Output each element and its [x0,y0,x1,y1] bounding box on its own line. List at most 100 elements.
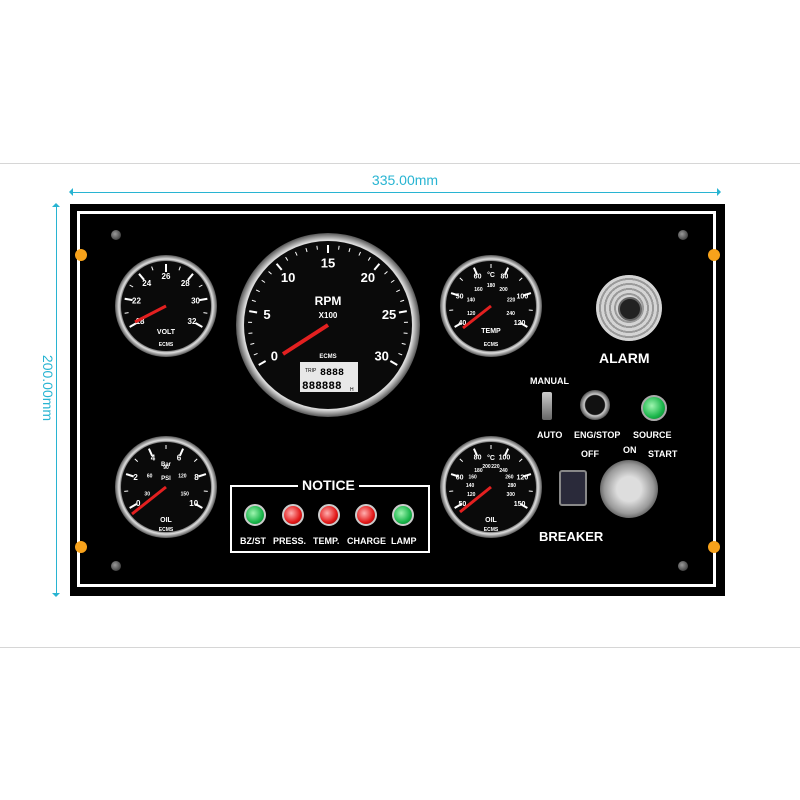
gauge-tick-label: 150 [514,501,526,508]
gauge-tick-label: 28 [181,279,190,288]
gauge-tick [398,310,407,314]
start-label: START [648,449,678,459]
lamp-label-charge: CHARGE [347,536,387,546]
gauge-tick-label: 0 [136,499,141,508]
volt-needle [134,304,167,324]
gauge-tick [129,322,138,328]
gauge-tick [400,299,405,302]
gauge-inner-tick-label: 180 [474,468,483,474]
temp-title: TEMP [481,328,501,335]
gauge-tick [523,292,532,297]
gauge-tick [384,271,388,275]
gauge-tick [129,284,134,288]
gauge-inner-tick-label: 200 [482,464,491,470]
eng-stop-button[interactable] [580,390,610,420]
gauge-tick [253,353,258,356]
gauge-tick [251,299,256,302]
gauge-tick-label: 5 [263,307,270,322]
gauge-tick [178,448,184,457]
source-label: SOURCE [633,430,672,440]
screw-icon [111,561,121,571]
rpm-subtitle: X100 [319,311,338,320]
gauge-tick [450,292,459,297]
gauge-tick-label: 80 [501,273,509,280]
gauge-tick [367,256,371,261]
gauge-inner-tick-label: 90 [163,465,169,471]
gauge-inner-tick-label: 120 [467,311,476,317]
gauge-inner-tick-label: 30 [144,492,150,498]
gauge-tick [523,473,532,478]
gauge-tick-label: 100 [517,293,529,300]
gauge-tick-label: 60 [474,273,482,280]
gauge-inner-tick-label: 180 [487,283,496,289]
ignition-key-switch[interactable] [600,460,658,518]
gauge-tick [454,503,463,509]
gauge-tick [398,353,403,356]
gauge-tick [295,251,298,256]
lamp-label-bz-st: BZ/ST [240,536,266,546]
gauge-inner-tick-label: 200 [499,287,508,293]
rpm-hour-value: 888888 [302,381,342,393]
gauge-inner-tick-label: 220 [491,464,500,470]
gauge-tick [199,297,208,302]
gauge-tick-label: 6 [177,454,182,463]
breaker-label: BREAKER [539,529,604,544]
gauge-tick [194,322,203,328]
gauge-tick [178,266,181,271]
lamp-label-temp: TEMP. [313,536,340,546]
oil-pressure-brand: ECMS [159,527,174,533]
lamp-bz-st [244,504,266,526]
manual-auto-toggle[interactable] [542,392,552,420]
screw-icon [111,230,121,240]
gauge-tick-label: 120 [517,474,529,481]
lamp-temp [318,504,340,526]
gauge-inner-tick-label: 300 [507,492,516,498]
lamp-label-lamp: LAMP [391,536,417,546]
oil-temp-unit: °C [487,454,495,462]
temp-needle [462,304,492,330]
gauge-tick [503,267,509,276]
gauge-tick [124,312,129,314]
corner-dot-top-right [708,249,720,261]
gauge-tick-label: 20 [361,270,375,285]
gauge-tick-label: 120 [514,320,526,327]
width-dimension-line [69,188,721,196]
gauge-tick [390,279,395,283]
gauge-tick [194,503,203,509]
gauge-tick [250,342,255,345]
gauge-tick-label: 32 [188,317,197,326]
gauge-tick [203,312,208,314]
gauge-tick [459,277,464,281]
notice-title: NOTICE [298,477,359,493]
gauge-inner-tick-label: 280 [508,483,517,489]
gauge-tick [316,245,318,250]
alarm-buzzer-center [618,297,642,321]
gauge-tick [454,322,463,328]
gauge-tick [138,273,145,281]
gauge-tick [401,342,406,345]
oil-temp-needle [459,485,492,514]
gauge-tick [275,263,283,271]
rpm-trip-label: TRIP [305,368,317,374]
source-lamp [641,395,667,421]
gauge-tick-label: 18 [136,317,145,326]
gauge-tick [151,266,154,271]
gauge-tick-label: 26 [162,272,171,281]
gauge-tick [255,289,260,293]
gauge-tick-label: 22 [132,297,141,306]
gauge-tick-label: 4 [151,454,156,463]
rpm-lcd [300,362,358,392]
gauge-tick [373,263,381,271]
gauge-tick [261,279,266,283]
gauge-tick-label: 50 [456,293,464,300]
gauge-tick [198,473,207,478]
breaker-switch[interactable] [559,470,587,506]
corner-dot-bottom-left [75,541,87,553]
gauge-tick-label: 60 [456,474,464,481]
manual-label: MANUAL [530,376,569,386]
gauge-tick [187,273,194,281]
temp-unit: °C [487,271,495,279]
